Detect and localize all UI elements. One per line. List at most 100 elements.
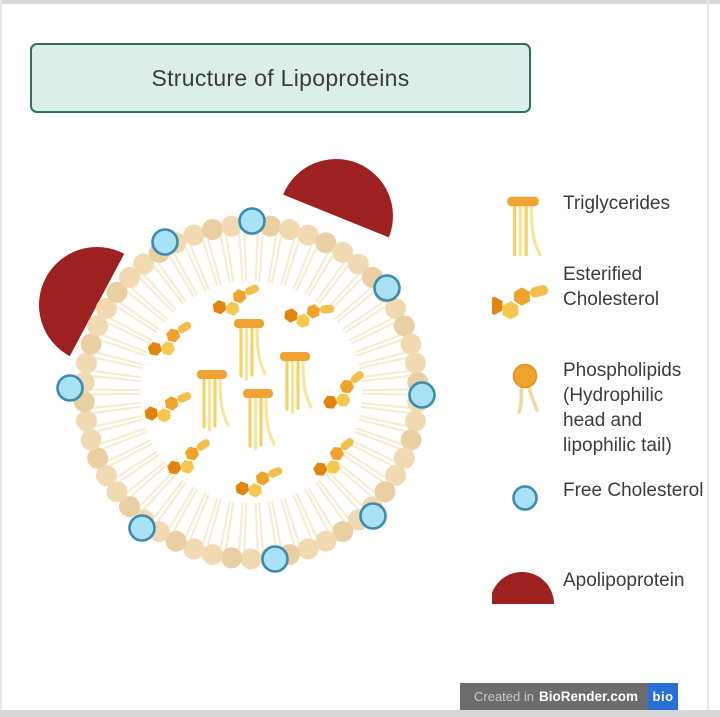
phospholipid-head — [400, 333, 422, 355]
phospholipid-tail — [304, 252, 329, 296]
ester-tail — [340, 438, 354, 451]
sterol-hexagon — [248, 483, 262, 498]
phospholipid-head — [76, 410, 98, 432]
sterol-hexagon — [160, 341, 175, 356]
frame-right — [707, 0, 709, 717]
phospholipid-head — [240, 548, 262, 570]
phospholipid-tail — [334, 464, 372, 497]
phospholipid-tail — [119, 301, 160, 330]
phospholipid-tail — [153, 479, 184, 519]
phospholipid-tail — [283, 240, 300, 287]
sterol-hexagon — [323, 395, 338, 409]
esterified-cholesterol-molecule — [144, 392, 192, 423]
phospholipid-head — [332, 521, 354, 543]
sterol-hexagon — [313, 462, 328, 476]
phospholipid-tail — [91, 392, 141, 396]
phospholipid-head — [76, 352, 98, 374]
phospholipid-tail — [354, 334, 400, 354]
legend-label-free-cholesterol: Free Cholesterol — [563, 480, 704, 501]
phospholipid-head — [119, 496, 141, 518]
esterified-cholesterol-molecule — [235, 467, 283, 498]
phospholipid-tail — [157, 481, 187, 522]
biorender-logo: bio — [648, 683, 679, 710]
phospholipid-tail — [100, 427, 147, 445]
phospholipid-head — [106, 281, 128, 303]
phospholipid-tail — [328, 471, 363, 507]
phospholipid-tail — [153, 265, 184, 305]
phospholipid-tail — [143, 274, 177, 311]
ester-tail — [350, 371, 364, 384]
triglyceride-icon — [492, 188, 554, 256]
phospholipid-tail — [344, 450, 386, 478]
phospholipid-tail — [173, 252, 198, 296]
phospholipid-tail — [173, 488, 198, 532]
phospholipid-tail — [359, 415, 407, 427]
phospholipid-tail — [119, 454, 160, 483]
phospholipid-tail — [307, 487, 334, 529]
phospholipid-tail — [91, 388, 141, 392]
phospholipid-head — [201, 219, 223, 241]
phospholipid-tail — [243, 233, 248, 282]
sterol-hexagon — [514, 287, 530, 306]
phospholipid-head — [80, 333, 102, 355]
sterol-hexagon — [144, 406, 158, 421]
phospholipid-tail — [280, 238, 295, 286]
triglyceride-head-bar — [280, 352, 310, 361]
phospholipid-tail — [189, 244, 210, 290]
phospholipid-tail — [517, 382, 524, 414]
legend-item-phospholipids: Phospholipids (Hydrophilic head and lipo… — [492, 358, 710, 458]
triglyceride-molecule — [280, 352, 313, 414]
phospholipid-tail — [315, 481, 345, 522]
legend-label-triglycerides: Triglycerides — [563, 193, 670, 214]
phospholipid-head — [385, 298, 407, 319]
sterol-hexagon — [164, 396, 179, 411]
phospholipid-tail — [189, 494, 210, 540]
phospholipid-tail — [361, 402, 410, 409]
phospholipid-tail — [355, 427, 402, 445]
phospholipid-head — [183, 538, 205, 560]
sterol-hexagon — [284, 308, 298, 323]
triglyceride-molecule — [234, 319, 267, 381]
phospholipid-head — [119, 266, 141, 288]
phospholipid-tail — [207, 238, 222, 286]
sterol-hexagon — [232, 289, 247, 304]
free-cholesterol — [261, 545, 289, 573]
phospholipid-tail — [361, 392, 411, 396]
sterol-hexagon — [166, 328, 181, 343]
phospholipid-tail — [295, 493, 317, 538]
phospholipid-tail — [354, 430, 400, 450]
phospholipid-tail — [359, 357, 407, 369]
phospholipid-tail — [254, 502, 259, 551]
sterol-hexagon — [296, 313, 310, 328]
phospholipid-tail — [267, 234, 277, 283]
sterol-hexagon — [147, 342, 162, 356]
esterified-cholesterol-molecule — [492, 285, 549, 320]
phospholipid-tail — [225, 501, 235, 550]
legend-label-esterified-cholesterol: Esterified Cholesterol — [563, 264, 660, 310]
phospholipid-tail — [304, 488, 329, 532]
ester-tail — [177, 321, 192, 334]
phospholipid-tail — [325, 274, 359, 311]
phospholipid-tail — [157, 262, 187, 303]
phospholipid-head — [315, 232, 337, 254]
phospholipid-tail — [315, 262, 345, 303]
phospholipid-tail — [292, 244, 313, 290]
phospholipid-tail — [143, 473, 177, 510]
triglyceride-tail — [218, 375, 230, 427]
phospholipid-tail — [96, 352, 144, 366]
sterol-hexagon — [326, 460, 341, 474]
phospholipid-tail — [127, 291, 166, 323]
phospholipid-tail — [139, 471, 174, 507]
legend-item-triglycerides: Triglycerides — [492, 188, 710, 256]
phospholipid-tail — [292, 494, 313, 540]
phospholipid-head — [400, 429, 422, 451]
phospholipid-tail — [258, 502, 264, 551]
triglyceride-tail — [301, 357, 313, 409]
title-box: Structure of Lipoproteins — [30, 43, 531, 113]
phospholipid-tail — [336, 461, 375, 493]
free-cholesterol — [238, 207, 266, 235]
legend-item-esterified-cholesterol: Esterified Cholesterol — [492, 262, 710, 324]
phospholipid-ring — [73, 214, 429, 570]
phospholipid-head — [221, 547, 243, 569]
